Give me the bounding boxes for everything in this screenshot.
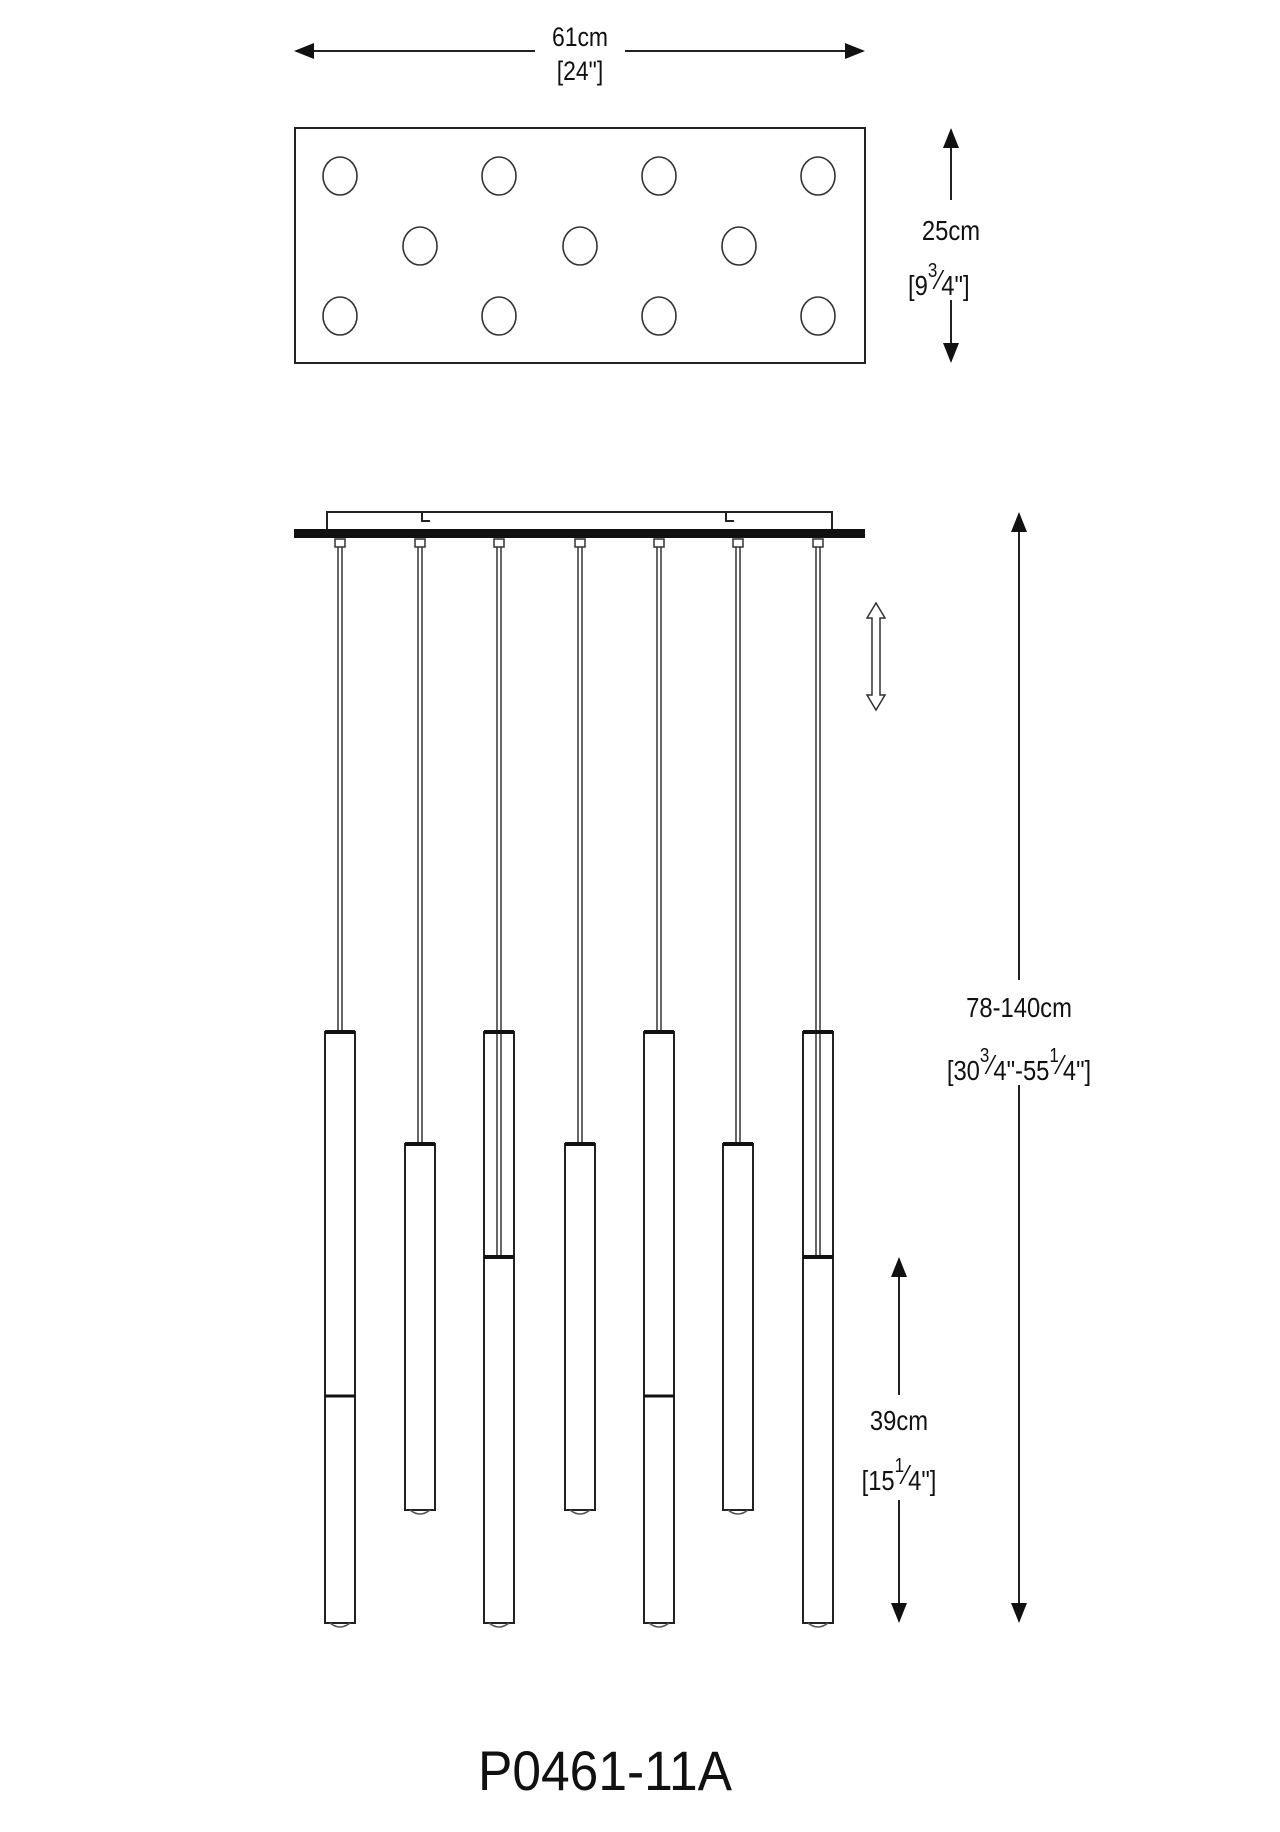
lens bbox=[727, 1509, 749, 1515]
pendant bbox=[483, 538, 515, 1628]
pendant bbox=[643, 538, 675, 1628]
cord-connector bbox=[414, 538, 426, 548]
lens bbox=[569, 1509, 591, 1515]
tube bbox=[483, 1256, 515, 1624]
pendant-lights bbox=[324, 538, 834, 1628]
cord-connector bbox=[732, 538, 744, 548]
tube bbox=[404, 1143, 436, 1511]
height-cm-label: 78-140cm bbox=[966, 991, 1072, 1023]
tube-sleeve bbox=[802, 1031, 834, 1258]
model-number: P0461-11A bbox=[478, 1740, 732, 1802]
lens bbox=[488, 1622, 510, 1628]
depth-inch-label: [93⁄4"] bbox=[908, 259, 970, 302]
tube bbox=[643, 1031, 675, 1624]
width-dimension: 61cm [24"] bbox=[294, 22, 865, 86]
pendant bbox=[564, 538, 596, 1515]
width-cm-label: 61cm bbox=[552, 22, 608, 52]
canopy-side-view bbox=[294, 511, 865, 538]
pendant bbox=[722, 538, 754, 1515]
canopy-top-view bbox=[294, 127, 866, 364]
socket-holes bbox=[322, 156, 836, 336]
lens bbox=[329, 1622, 351, 1628]
overall-height-dimension: 78-140cm [303⁄4"-551⁄4"] bbox=[947, 512, 1091, 1623]
height-inch-label: [303⁄4"-551⁄4"] bbox=[947, 1044, 1091, 1087]
tube-sleeve bbox=[483, 1031, 515, 1258]
lens bbox=[807, 1622, 829, 1628]
tube-length-dimension: 39cm [151⁄4"] bbox=[862, 1257, 937, 1623]
cord-connector bbox=[334, 538, 346, 548]
tube bbox=[564, 1143, 596, 1511]
cord-connector bbox=[653, 538, 665, 548]
depth-dimension: 25cm [93⁄4"] bbox=[908, 128, 980, 363]
pendant bbox=[324, 538, 356, 1628]
depth-cm-label: 25cm bbox=[922, 214, 980, 246]
pendant bbox=[802, 538, 834, 1628]
tube-cm-label: 39cm bbox=[870, 1404, 928, 1436]
tube bbox=[802, 1256, 834, 1624]
lens bbox=[648, 1622, 670, 1628]
width-inch-label: [24"] bbox=[557, 56, 603, 86]
cord-connector bbox=[493, 538, 505, 548]
adjustable-height-icon bbox=[865, 601, 887, 712]
cord-connector bbox=[812, 538, 824, 548]
tube bbox=[324, 1031, 356, 1624]
tube-inch-label: [151⁄4"] bbox=[862, 1454, 937, 1497]
pendant bbox=[404, 538, 436, 1515]
cord-connector bbox=[574, 538, 586, 548]
lens bbox=[409, 1509, 431, 1515]
tube bbox=[722, 1143, 754, 1511]
